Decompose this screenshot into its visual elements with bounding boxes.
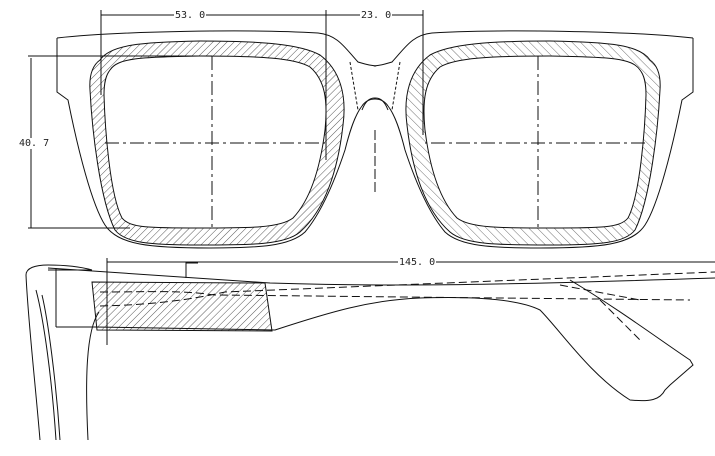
front-left-half [56,30,377,249]
bridge-width-dimension: 23. 0 [360,10,393,21]
hinge-section [91,281,273,332]
front-profile [25,264,100,441]
bridge-arch [361,97,389,111]
lens-width-dimension: 53. 0 [174,10,207,21]
nose-pad-left [349,61,359,111]
lens-rim-left [89,40,345,246]
side-view [25,264,715,441]
frame-outline-left [56,30,377,249]
temple-outline [47,267,715,402]
dimension-lines [28,10,715,345]
front-right-half [373,30,694,249]
lens-height-dimension: 40. 7 [18,138,51,149]
temple-length-dimension: 145. 0 [398,257,437,268]
